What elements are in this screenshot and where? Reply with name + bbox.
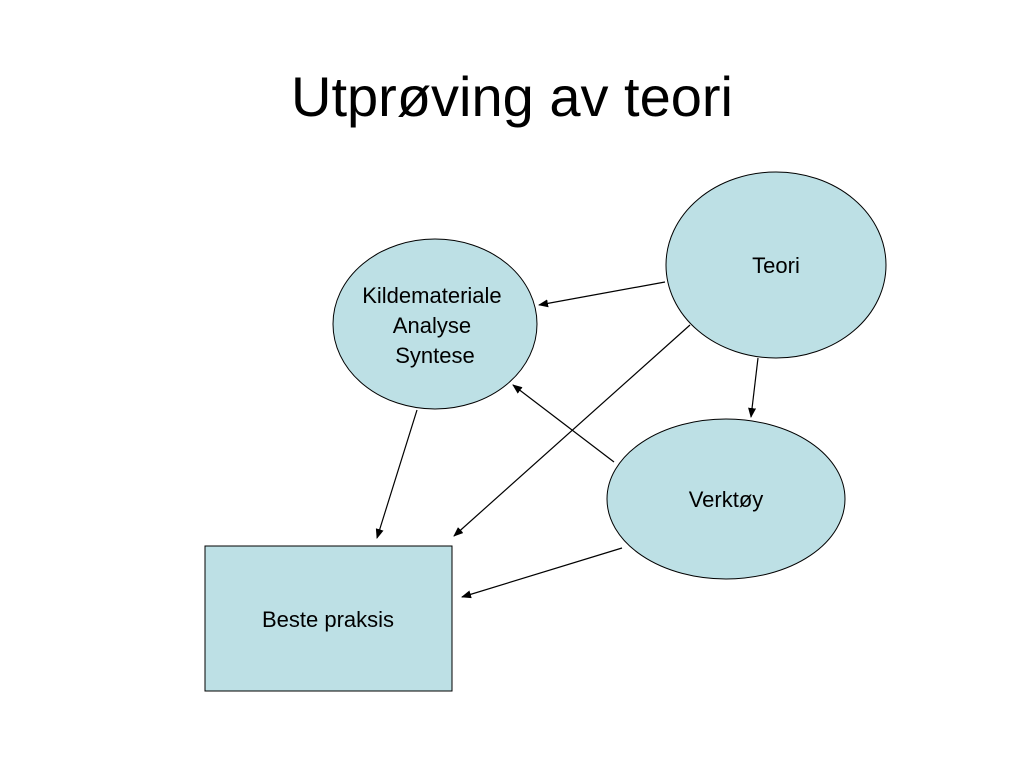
- arrow-verktoy-to-kildemateriale: [512, 384, 615, 463]
- node-verktoy: [606, 418, 846, 580]
- node-teori: [665, 171, 887, 359]
- label-teori: Teori: [752, 253, 800, 278]
- label-verktoy: Verktøy: [689, 487, 764, 512]
- label-beste-praksis: Beste praksis: [262, 607, 394, 632]
- node-kildemateriale: [332, 238, 538, 410]
- arrow-teori-to-kildemateriale: [538, 281, 666, 308]
- arrow-verktoy-to-beste-praksis: [461, 547, 623, 599]
- slide-title: Utprøving av teori: [291, 65, 733, 128]
- arrow-kildemateriale-to-beste-praksis: [375, 409, 418, 539]
- label-kildemateriale: Kildemateriale Analyse Syntese: [362, 283, 508, 368]
- arrow-teori-to-verktoy: [748, 357, 759, 418]
- node-beste-praksis: [204, 545, 453, 692]
